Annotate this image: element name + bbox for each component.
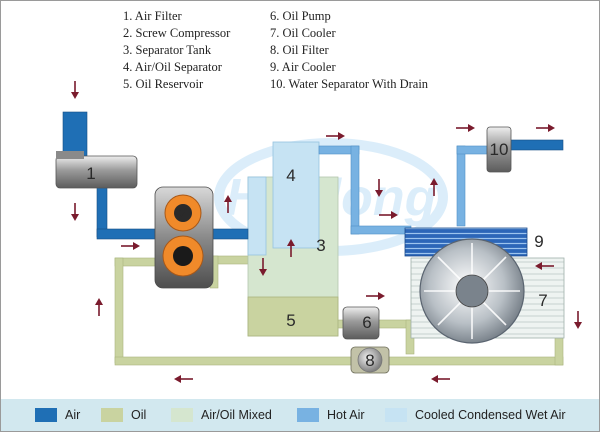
component-key-left: 1. Air Filter 2. Screw Compressor 3. Sep…: [123, 8, 230, 93]
flow-arrows: [71, 81, 582, 383]
label-oil-cooler: 7: [538, 291, 547, 310]
key-item-oil-pump: 6. Oil Pump: [270, 9, 331, 23]
legend-item-air: Air: [35, 404, 80, 426]
flow-arrow: [375, 179, 383, 197]
label-air-cooler: 9: [534, 232, 543, 251]
legend-swatch: [101, 408, 123, 422]
legend-item-oil: Oil: [101, 404, 146, 426]
legend-item-hot-air: Hot Air: [297, 404, 365, 426]
component-key-right: 6. Oil Pump 7. Oil Cooler 8. Oil Filter …: [270, 8, 428, 93]
flow-arrow: [574, 311, 582, 329]
flow-arrow: [71, 203, 79, 221]
legend-swatch: [171, 408, 193, 422]
water-separator: 10: [486, 126, 512, 173]
label-oil-pump: 6: [362, 313, 371, 332]
key-item-screw-compressor: 2. Screw Compressor: [123, 26, 231, 40]
label-screw-compressor: 2: [178, 204, 187, 223]
oil-filter: 8: [350, 346, 390, 374]
air-filter: 1: [55, 151, 138, 189]
key-item-air-filter: 1. Air Filter: [123, 9, 182, 23]
flow-arrow: [535, 262, 554, 270]
flow-arrow: [326, 132, 345, 140]
legend-label: Air: [65, 408, 81, 422]
legend-label: Air/Oil Mixed: [201, 408, 272, 422]
separator-inlet-duct: [247, 176, 267, 256]
legend-swatch: [385, 408, 407, 422]
flow-arrow: [95, 298, 103, 316]
flow-arrow: [536, 124, 555, 132]
key-item-oil-filter: 8. Oil Filter: [270, 43, 329, 57]
label-oil-reservoir: 5: [286, 311, 295, 330]
air-pipe: [62, 111, 564, 240]
key-item-air-cooler: 9. Air Cooler: [270, 60, 336, 74]
key-item-separator-tank: 3. Separator Tank: [123, 43, 212, 57]
flow-arrow: [259, 258, 267, 276]
screw-compressor: 2: [154, 186, 214, 289]
legend: Air Oil Air/Oil Mixed Hot Air Cooled Con…: [1, 399, 599, 431]
legend-item-cooled-wet-air: Cooled Condensed Wet Air: [385, 404, 566, 426]
flow-arrow: [456, 124, 475, 132]
legend-label: Hot Air: [327, 408, 365, 422]
flow-arrow: [174, 375, 193, 383]
flow-arrow: [121, 242, 140, 250]
legend-swatch: [35, 408, 57, 422]
flow-arrow: [71, 81, 79, 99]
key-item-oil-reservoir: 5. Oil Reservoir: [123, 77, 204, 91]
flow-arrow: [431, 375, 450, 383]
legend-label: Oil: [131, 408, 147, 422]
key-item-air-oil-separator: 4. Air/Oil Separator: [123, 60, 222, 74]
cooling-fan: [419, 238, 525, 344]
compressor-flow-diagram: Honlong: [55, 81, 582, 383]
label-water-separator: 10: [490, 140, 509, 159]
flow-arrow: [224, 195, 232, 213]
legend-swatch: [297, 408, 319, 422]
air-oil-separator: [272, 141, 320, 249]
flow-arrow: [430, 178, 438, 196]
key-item-oil-cooler: 7. Oil Cooler: [270, 26, 336, 40]
oil-reservoir: [247, 296, 339, 337]
flow-arrow: [379, 211, 398, 219]
flow-arrow: [287, 239, 295, 257]
label-air-oil-separator: 4: [286, 166, 295, 185]
legend-item-air-oil-mixed: Air/Oil Mixed: [171, 404, 272, 426]
flow-arrow: [366, 292, 385, 300]
label-oil-filter: 8: [365, 351, 374, 370]
hot-air-pipe: [318, 145, 488, 235]
label-air-filter: 1: [86, 164, 95, 183]
legend-label: Cooled Condensed Wet Air: [415, 408, 566, 422]
label-separator-tank: 3: [316, 236, 325, 255]
key-item-water-separator: 10. Water Separator With Drain: [270, 77, 429, 91]
oil-pump: 6: [342, 306, 380, 340]
